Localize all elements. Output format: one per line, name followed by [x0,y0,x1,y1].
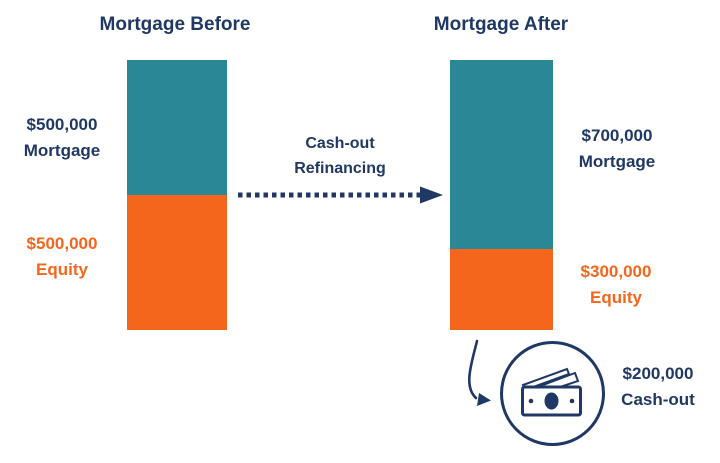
cashout-label-caption: Cash-out [621,390,695,409]
cashout-label-amount: $200,000 [622,364,694,383]
label-after-mortgage-caption: Mortgage [578,152,656,171]
label-before-mortgage-caption: Mortgage [23,141,101,160]
banknote-right-dot [569,398,575,404]
curved-arrow-head [477,393,491,406]
process-label: Cash-out Refinancing [294,131,386,181]
label-after-mortgage-amount: $700,000 [581,126,653,145]
dotted-arrow-head [420,186,443,204]
bar-segment-equity [450,249,553,330]
label-after-equity-caption: Equity [590,288,642,307]
curved-arrow-icon [468,339,491,406]
bar-segment-mortgage [127,60,227,195]
chart-title-before: Mortgage Before [99,14,251,35]
stacked-bar-after [450,60,553,330]
curved-arrow-line [468,339,479,400]
label-before-equity-caption: Equity [36,260,88,279]
money-icon-circle [500,341,605,446]
process-label-line2: Refinancing [294,160,386,177]
process-label-line1: Cash-out [305,135,375,152]
label-before-mortgage-amount: $500,000 [26,115,98,134]
dotted-arrow-icon [238,186,443,204]
label-after-equity: $300,000 Equity [581,259,652,311]
label-after-equity-amount: $300,000 [580,262,652,281]
label-before-equity: $500,000 Equity [27,231,98,283]
banknote-center-oval [544,392,559,410]
label-before-mortgage: $500,000 Mortgage [24,112,101,164]
banknote-left-dot [528,398,534,404]
bar-segment-equity [127,195,227,330]
stacked-bar-before [127,60,227,330]
label-before-equity-amount: $500,000 [26,234,98,253]
cashout-label: $200,000 Cash-out [621,361,695,413]
money-icon [500,341,605,446]
chart-title-after: Mortgage After [433,14,569,35]
bar-segment-mortgage [450,60,553,249]
label-after-mortgage: $700,000 Mortgage [579,123,656,175]
